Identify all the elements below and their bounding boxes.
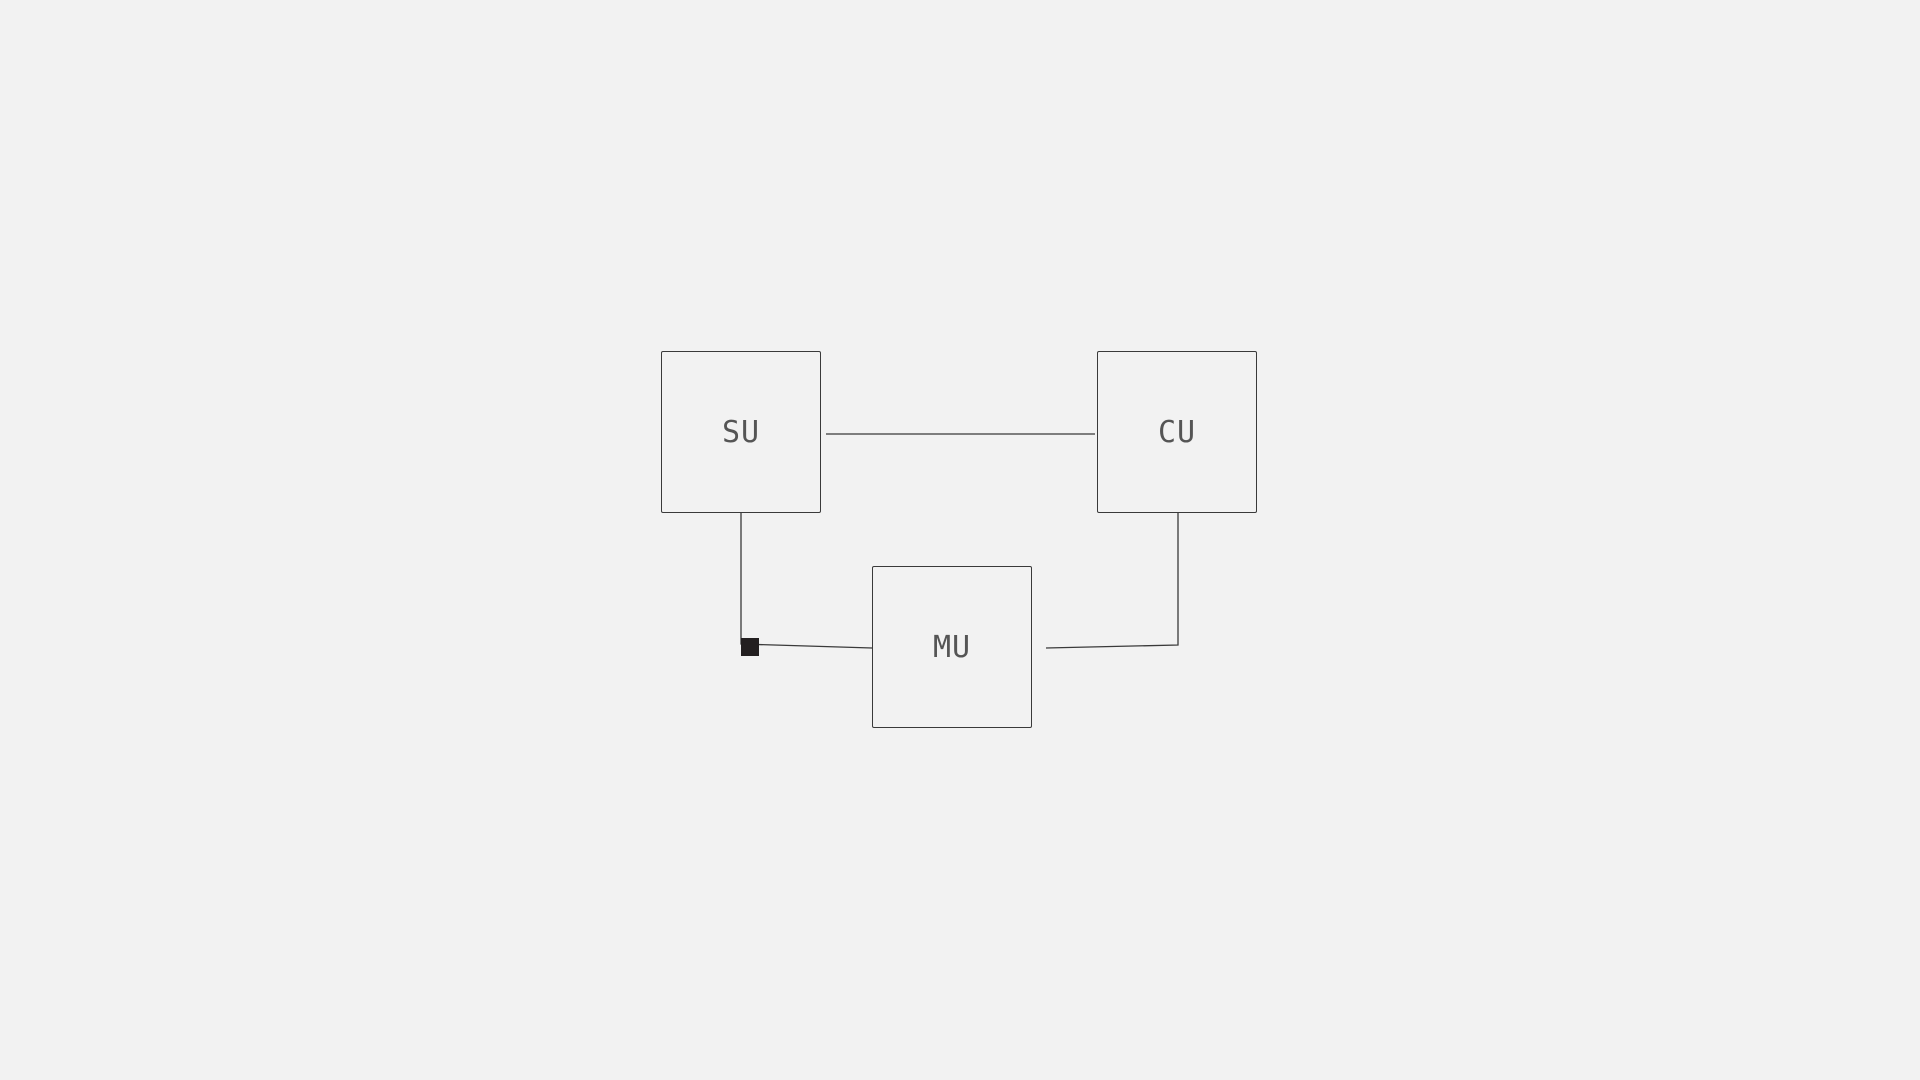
node-mu-label: MU (932, 629, 972, 665)
junction-marker (741, 638, 759, 656)
edge-su-mu (740, 513, 873, 649)
node-cu[interactable]: CU (1097, 351, 1257, 513)
edge-cu-mu (1045, 513, 1179, 649)
node-cu-label: CU (1157, 414, 1197, 450)
node-su-label: SU (721, 414, 761, 450)
node-su[interactable]: SU (661, 351, 821, 513)
node-mu[interactable]: MU (872, 566, 1032, 728)
